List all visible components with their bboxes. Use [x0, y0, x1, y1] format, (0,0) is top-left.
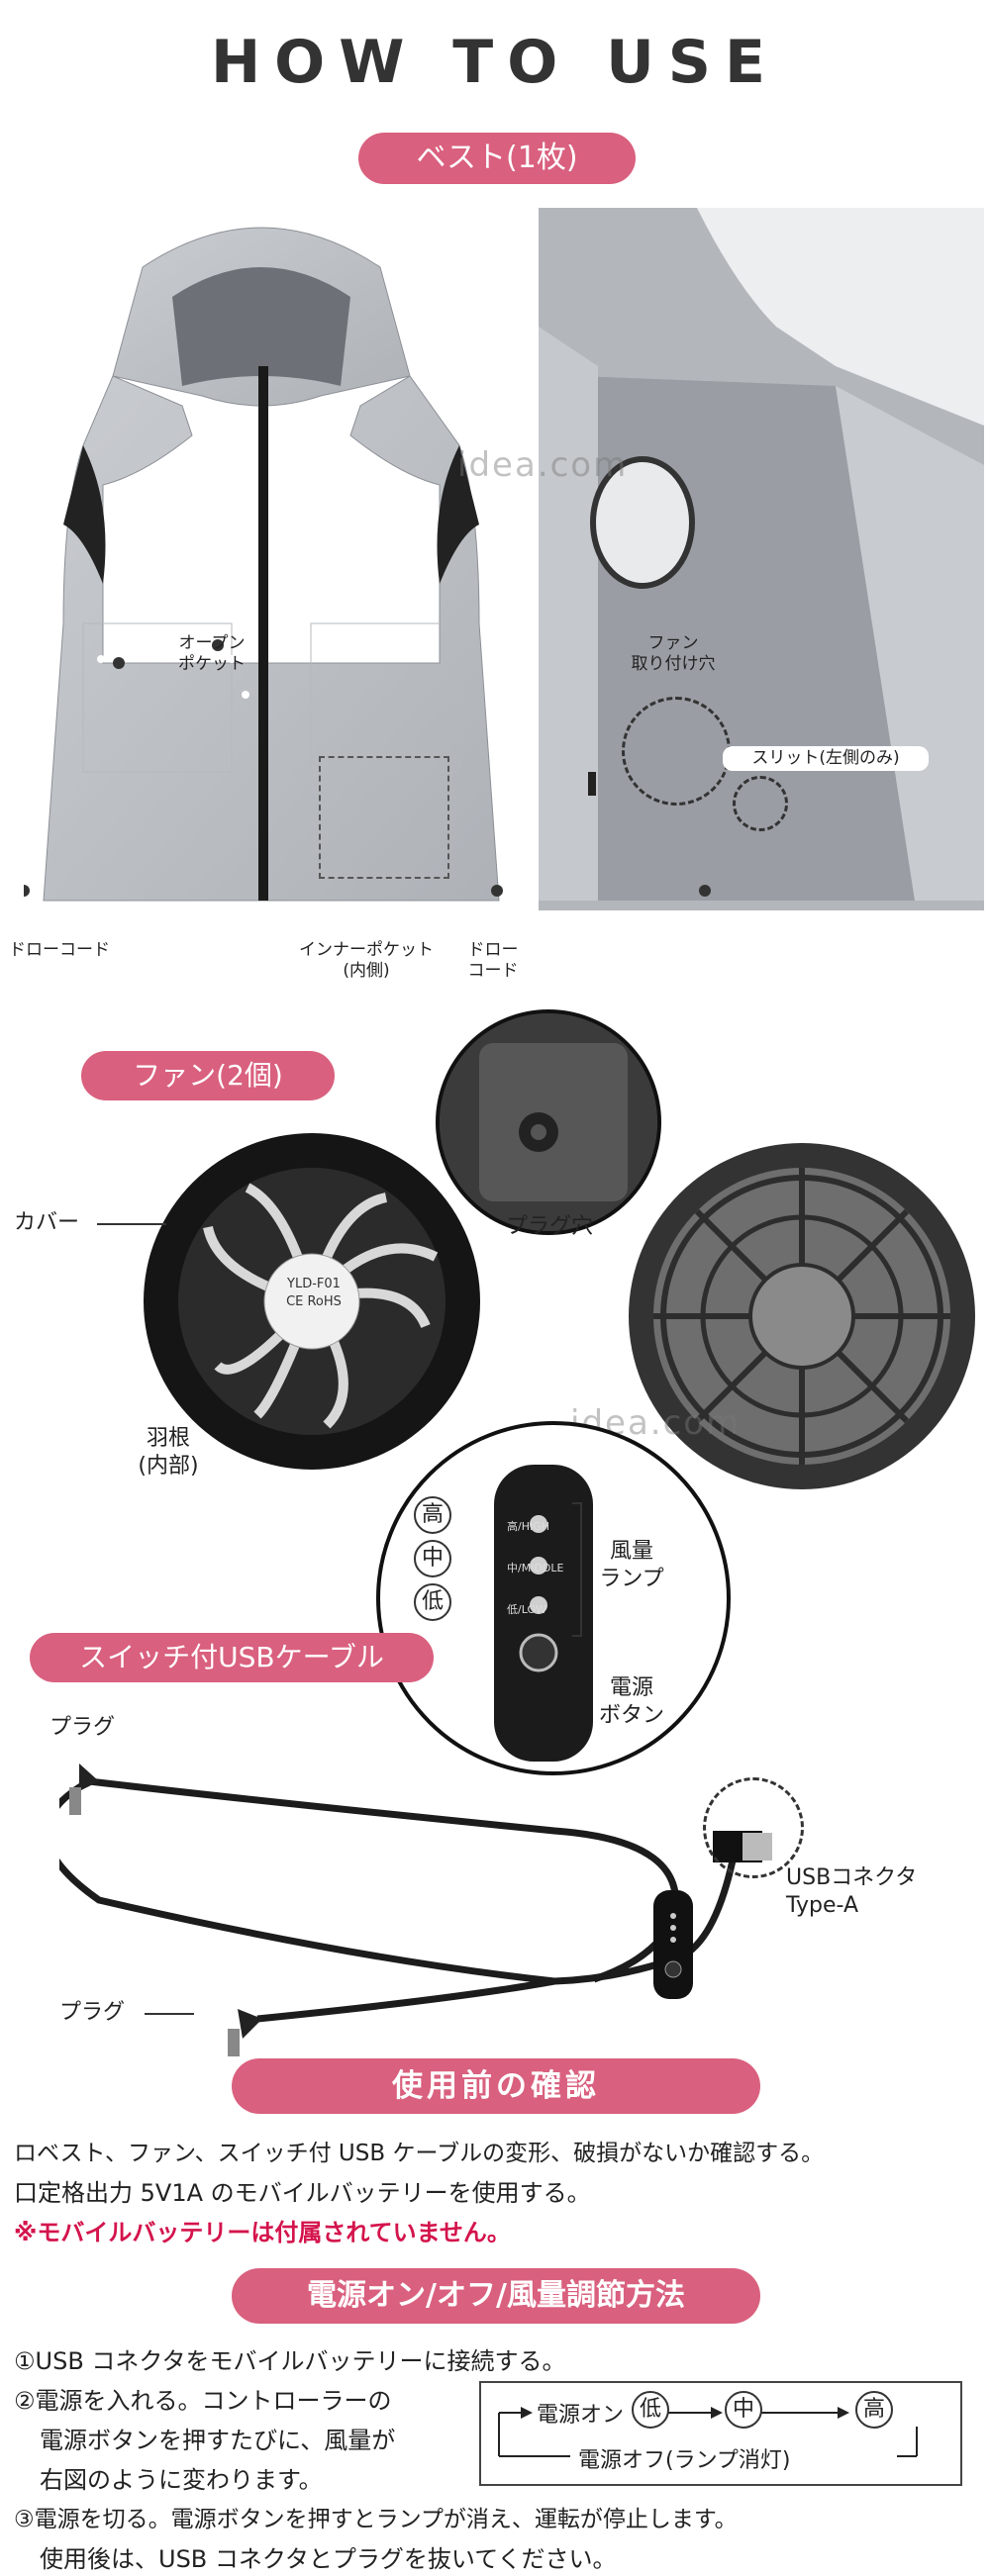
step-3b: 使用後は、USB コネクタとプラグを抜いてください。 [40, 2545, 617, 2573]
cycle-mid: 中 [725, 2391, 762, 2429]
check-badge: 使用前の確認 [232, 2058, 760, 2114]
cycle-low: 低 [632, 2391, 669, 2429]
plug-top-label: プラグ [50, 1715, 116, 1740]
drawcord-right-label: ドロー コード [467, 940, 519, 982]
usb-circle [703, 1777, 804, 1878]
slit-circle [733, 776, 788, 831]
step-3a: ③電源を切る。電源ボタンを押すとランプが消え、運転が停止します。 [14, 2507, 738, 2532]
usb-label: USBコネクタ Type-A [786, 1865, 918, 1918]
plug-bottom-label: プラグ [59, 2000, 126, 2025]
fan-back-image [624, 1138, 980, 1494]
plug-hole-label: プラグ穴 [505, 1214, 593, 1239]
level-high-tag: 高 [414, 1496, 451, 1534]
vest-badge: ベスト(1枚) [358, 133, 636, 184]
step-2b: 電源ボタンを押すたびに、風量が [40, 2427, 396, 2454]
fan-cert-text: CE RoHS [286, 1294, 342, 1309]
inner-pocket-label: インナーポケット (内側) [299, 940, 434, 982]
cycle-high: 高 [855, 2391, 893, 2429]
cable-badge: スイッチ付USBケーブル [30, 1633, 434, 1682]
watermark: idea.com [457, 445, 629, 485]
open-pocket-label: オープン ポケット [178, 633, 246, 675]
power-off-text: 電源オフ(ランプ消灯) [574, 2442, 795, 2474]
check-line-2: 口定格出力 5V1A のモバイルバッテリーを使用する。 [14, 2179, 591, 2207]
fan-badge: ファン(2個) [81, 1051, 335, 1100]
power-on-text: 電源オン [537, 2403, 625, 2428]
lamp-bracket [572, 1502, 582, 1637]
level-low-tag: 低 [414, 1583, 451, 1621]
level-mid-small: 中/MIDDLE [507, 1562, 564, 1574]
level-high-small: 高/HIGH [507, 1520, 550, 1533]
plug-hole-zoom [436, 1009, 661, 1235]
drawcord-left-label: ドローコード [9, 940, 110, 960]
fan-hole-circle [622, 697, 731, 806]
check-line-1: ロベスト、ファン、スイッチ付 USB ケーブルの変形、破損がないか確認する。 [14, 2141, 825, 2166]
cable-image [44, 1722, 792, 2058]
warning-text: ※モバイルバッテリーは付属されていません。 [14, 2219, 511, 2246]
page-title: HOW TO USE [210, 28, 780, 97]
inner-pocket-outline [319, 756, 449, 879]
power-cycle-diagram: 電源オン 低 中 高 電源オフ(ランプ消灯) [479, 2381, 962, 2486]
controller-zoom [376, 1421, 731, 1775]
slit-label: スリット(左側のみ) [723, 746, 929, 772]
power-button-label: 電源 ボタン [598, 1675, 664, 1728]
step-1: ①USB コネクタをモバイルバッテリーに接続する。 [14, 2347, 566, 2375]
level-mid-tag: 中 [414, 1540, 451, 1577]
cover-leader-line [97, 1223, 166, 1225]
fan-model-text: YLD-F01 [287, 1277, 341, 1291]
fan-hole-label: ファン 取り付け穴 [631, 633, 716, 675]
blade-label: 羽根 (内部) [138, 1426, 199, 1479]
cover-label: カバー [14, 1210, 80, 1235]
vest-front-image [18, 208, 529, 920]
howto-badge: 電源オン/オフ/風量調節方法 [232, 2268, 760, 2324]
fan-front-image [139, 1108, 485, 1484]
plug-bottom-leader [145, 2013, 194, 2015]
step-2a: ②電源を入れる。コントローラーの [14, 2387, 392, 2415]
lamp-label: 風量 ランプ [599, 1539, 664, 1591]
step-2c: 右図のように変わります。 [40, 2466, 323, 2494]
level-low-small: 低/LOW [507, 1603, 546, 1616]
